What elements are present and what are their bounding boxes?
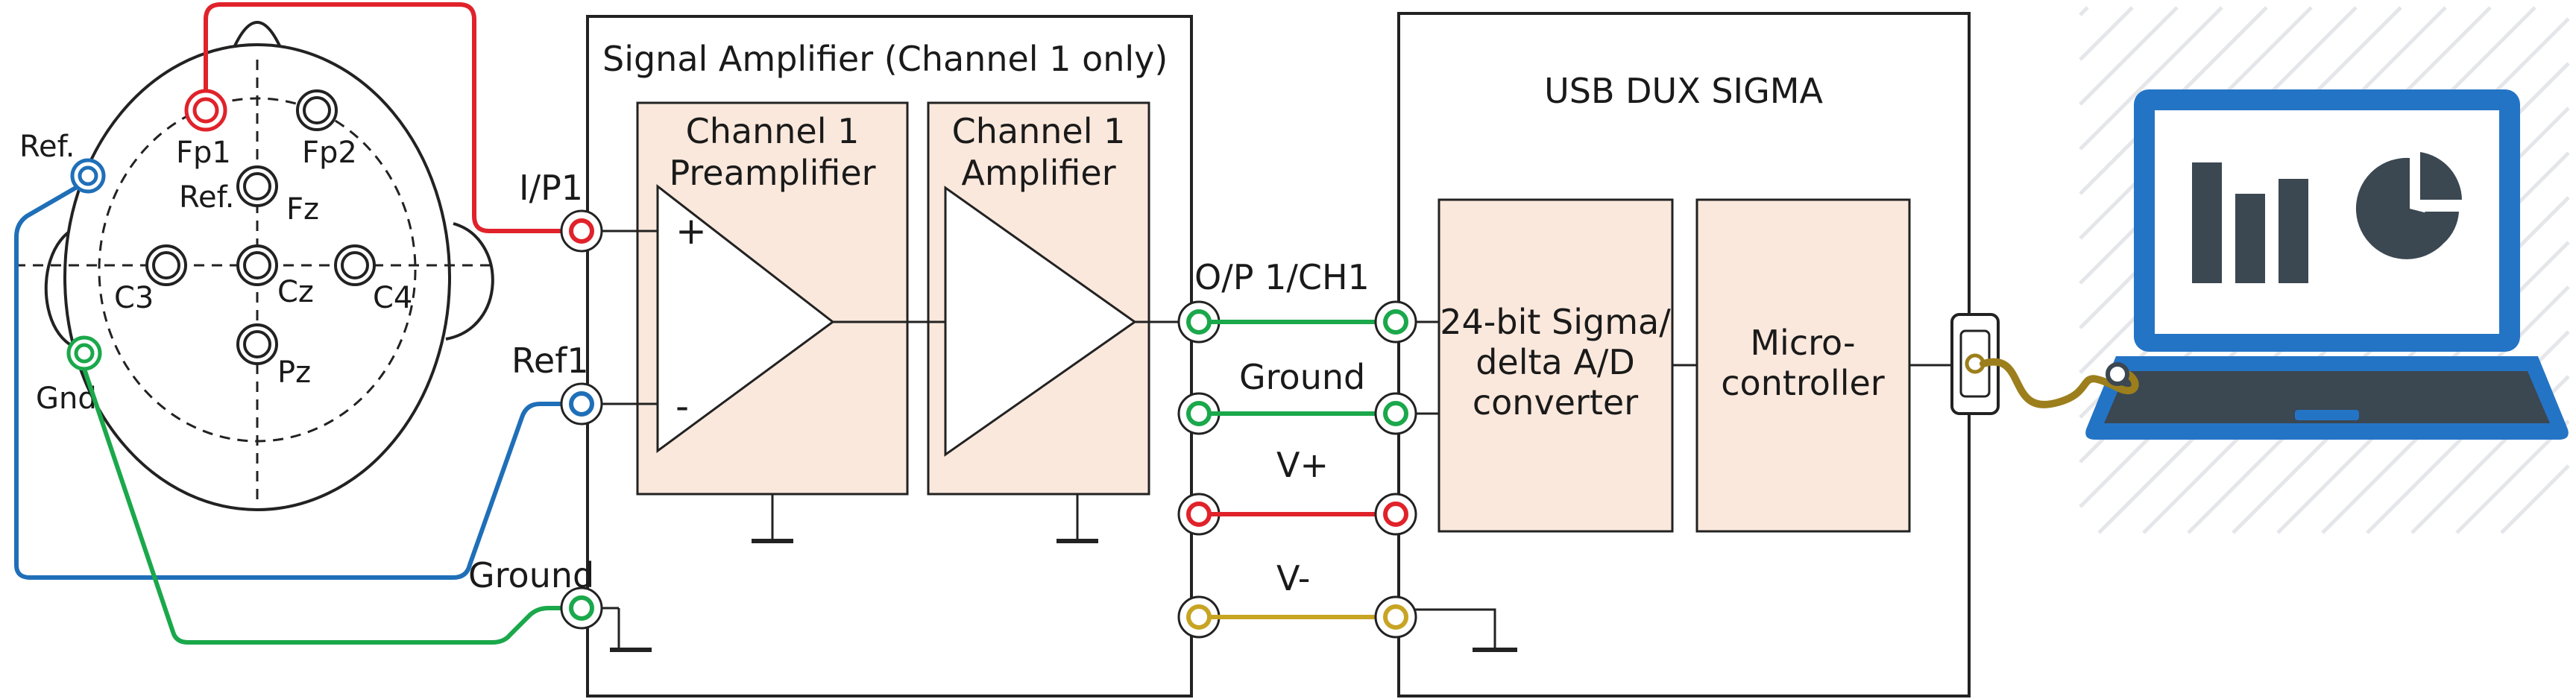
head-right-ear (445, 222, 494, 341)
amplifier-label-line1: Channel 1 (952, 111, 1126, 151)
laptop-keyboard (2104, 371, 2550, 423)
ground-symbol-input-icon (610, 608, 652, 652)
terminal-vminus-usb (1374, 595, 1417, 639)
electrode-ref (236, 165, 278, 207)
electrode-c3 (145, 244, 187, 286)
label-external-ref: Ref. (19, 130, 75, 164)
terminal-vplus-usb (1374, 493, 1417, 536)
adc-label-line1: 24-bit Sigma/ (1440, 302, 1671, 342)
label-vminus: V- (1276, 558, 1310, 598)
electrode-c4 (334, 244, 376, 286)
wire-gnd-green (82, 368, 565, 645)
label-cz: Cz (277, 275, 314, 309)
head-nose (231, 21, 283, 51)
label-pz: Pz (277, 355, 311, 390)
electrode-pz (236, 323, 278, 365)
label-c4: C4 (373, 281, 412, 315)
pie-chart-icon (2355, 152, 2462, 259)
label-ground-input: Ground (468, 555, 594, 595)
terminal-op1-usb (1374, 300, 1417, 344)
amplifier-label-line2: Amplifier (961, 153, 1115, 193)
amplifier-title: Signal Amplifier (Channel 1 only) (602, 39, 1168, 79)
adc-block (1437, 198, 1674, 533)
electrode-fp1 (184, 89, 227, 132)
usb-cable (1980, 358, 2139, 408)
mcu-label-line2: controller (1721, 363, 1885, 403)
electrode-external-ref (70, 158, 106, 194)
usb-cable-plug (2106, 362, 2129, 386)
electrode-external-gnd (66, 335, 102, 371)
usb-dux-sigma-box: USB DUX SIGMA 24-bit Sigma/ delta A/D co… (1374, 12, 2000, 698)
label-c3: C3 (114, 281, 154, 315)
bar-chart-icon (2192, 162, 2308, 283)
ground-symbol-usb-icon (1415, 608, 1517, 652)
preamplifier-plus-sign: + (676, 209, 707, 253)
label-ground-connection: Ground (1239, 357, 1365, 397)
terminal-ground-input (560, 586, 603, 630)
label-ref: Ref. (179, 180, 235, 215)
preamplifier-minus-sign: - (676, 385, 689, 428)
laptop-chart-icon (1980, 6, 2570, 534)
wire-ref-blue (14, 184, 565, 580)
terminal-ip1 (560, 209, 603, 253)
electrode-fp2 (296, 89, 338, 131)
label-op1-ch1: O/P 1/CH1 (1194, 257, 1370, 297)
electrode-cz (236, 244, 278, 286)
head-diagram: Fp1 Fp2 Ref. Fz C3 Cz C4 Pz Ref. Gnd (15, 21, 498, 511)
ground-symbol-preamp-icon (752, 494, 793, 543)
signal-amplifier-box: Signal Amplifier (Channel 1 only) Channe… (468, 15, 1221, 698)
mcu-label-line1: Micro- (1750, 323, 1855, 363)
preamplifier-label-line1: Channel 1 (686, 111, 860, 151)
label-external-gnd: Gnd (36, 382, 97, 416)
usb-port-icon (1950, 313, 2000, 415)
wire-fp1-red (204, 2, 565, 233)
preamplifier-label-line2: Preamplifier (669, 153, 875, 193)
terminal-ground-usb (1374, 392, 1417, 435)
label-fp1: Fp1 (176, 136, 231, 170)
terminal-ground-amp (1177, 392, 1221, 435)
microcontroller-block (1695, 198, 1911, 533)
preamplifier-triangle-icon (656, 183, 835, 453)
terminal-vplus-amp (1177, 493, 1221, 536)
label-fz: Fz (286, 192, 319, 227)
adc-label-line3: converter (1473, 382, 1638, 423)
usb-title: USB DUX SIGMA (1544, 71, 1823, 111)
laptop-touchpad (2295, 410, 2359, 420)
label-ip1: I/P1 (519, 168, 583, 208)
label-ref1: Ref1 (511, 341, 589, 381)
amplifier-frame (586, 15, 1193, 698)
adc-label-line2: delta A/D (1476, 342, 1635, 382)
label-vplus: V+ (1276, 445, 1329, 485)
ground-symbol-amp-icon (1056, 494, 1098, 543)
terminal-ref1 (560, 382, 603, 426)
label-fp2: Fp2 (302, 136, 357, 170)
